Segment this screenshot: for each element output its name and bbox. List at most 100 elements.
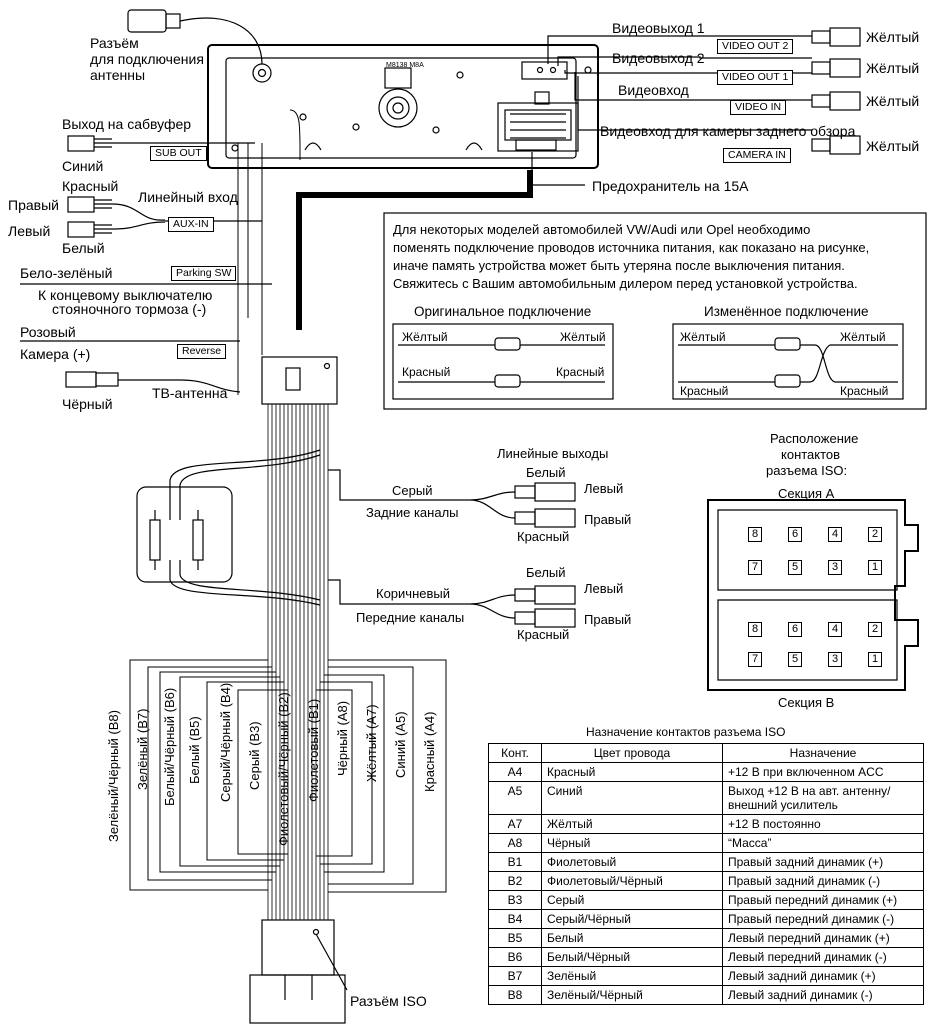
label-tv-antenna: ТВ-антенна — [152, 385, 228, 401]
note-changed-title: Изменённое подключение — [704, 304, 869, 319]
label-parking-desc-2: стояночного тормоза (-) — [52, 301, 207, 317]
wire-label-b4: Серый/Чёрный (B4) — [218, 682, 233, 802]
label-left-rear: Левый — [584, 481, 624, 496]
box-video-out-1: VIDEO OUT 1 — [717, 70, 794, 85]
label-yellow-3: Жёлтый — [866, 93, 920, 109]
iso-pin-b8: 8 — [748, 622, 763, 637]
wire-label-a7: Жёлтый (A7) — [364, 704, 379, 782]
iso-layout-title-3: разъема ISO: — [766, 463, 848, 478]
cell-purpose: Правый передний динамик (+) — [722, 890, 924, 910]
cell-pin: B1 — [488, 852, 542, 872]
note-line-2: поменять подключение проводов источника … — [393, 240, 870, 255]
note-line-3: иначе память устройства может быть утеря… — [393, 258, 845, 273]
wire-label-b7: Зелёный (B7) — [135, 708, 150, 790]
label-rear-channels: Задние каналы — [366, 505, 459, 520]
label-iso-connector: Разъём ISO — [350, 993, 427, 1009]
note-chg-red-l: Красный — [680, 384, 729, 398]
chip-model-text: M8138 M8A — [386, 62, 424, 69]
box-video-out-2: VIDEO OUT 2 — [717, 39, 794, 54]
label-front-channels: Передние каналы — [356, 610, 465, 625]
label-right: Правый — [8, 197, 59, 213]
label-white-rear: Белый — [526, 465, 566, 480]
cell-color: Чёрный — [541, 833, 723, 853]
label-fuse: Предохранитель на 15А — [592, 178, 749, 194]
label-video-out-1: Видеовыход 1 — [612, 20, 705, 36]
label-camera-plus: Камера (+) — [20, 346, 91, 362]
label-camera-in-desc: Видеовход для камеры заднего обзора — [600, 123, 856, 139]
label-white-front: Белый — [526, 565, 566, 580]
wire-label-b8: Зелёный/Чёрный (B8) — [106, 710, 121, 842]
label-yellow-1: Жёлтый — [866, 29, 920, 45]
cell-purpose: Правый передний динамик (-) — [722, 909, 924, 929]
label-line-in: Линейный вход — [138, 189, 238, 205]
th-pin: Конт. — [488, 743, 542, 763]
label-grey: Серый — [392, 483, 433, 498]
label-white: Белый — [62, 240, 105, 256]
cell-pin: A5 — [488, 781, 542, 815]
note-orig-red-r: Красный — [556, 365, 605, 379]
label-left-front: Левый — [584, 581, 624, 596]
note-orig-yellow-r: Жёлтый — [560, 330, 606, 344]
cell-purpose: Левый передний динамик (-) — [722, 947, 924, 967]
cell-color: Жёлтый — [541, 814, 723, 834]
wire-label-b2: Фиолетовый/Чёрный (B2) — [276, 692, 291, 846]
iso-pin-b6: 6 — [788, 622, 803, 637]
iso-pin-b3: 3 — [828, 652, 843, 667]
iso-pin-a4: 4 — [828, 527, 843, 542]
box-parking-sw: Parking SW — [171, 266, 237, 281]
cell-pin: B6 — [488, 947, 542, 967]
label-parking-desc-1: К концевому выключателю — [38, 287, 213, 303]
wire-label-b5: Белый (B5) — [187, 716, 202, 784]
box-camera-in: CAMERA IN — [723, 148, 791, 163]
label-red-rear: Красный — [517, 529, 570, 544]
iso-pin-a1: 1 — [868, 560, 883, 575]
iso-pin-a5: 5 — [788, 560, 803, 575]
wire-label-b6: Белый/Чёрный (B6) — [162, 687, 177, 806]
wire-label-a8: Чёрный (A8) — [335, 700, 350, 776]
note-line-1: Для некоторых моделей автомобилей VW/Aud… — [393, 222, 811, 237]
box-sub-out: SUB OUT — [150, 146, 207, 161]
wire-label-b3: Серый (B3) — [247, 721, 262, 790]
cell-purpose: Правый задний динамик (+) — [722, 852, 924, 872]
cell-color: Зелёный/Чёрный — [541, 985, 723, 1005]
label-pink: Розовый — [20, 324, 76, 340]
cell-pin: B8 — [488, 985, 542, 1005]
cell-color: Серый — [541, 890, 723, 910]
wire-label-b1: Фиолетовый (B1) — [306, 698, 321, 802]
iso-layout-title-1: Расположение — [770, 431, 859, 446]
iso-layout-title-2: контактов — [781, 447, 841, 462]
note-line-4: Свяжитесь с Вашим автомобильным дилером … — [393, 276, 858, 291]
label-white-green: Бело-зелёный — [20, 265, 113, 281]
section-b-title: Секция В — [778, 695, 835, 710]
th-color: Цвет провода — [541, 743, 723, 763]
note-original-title: Оригинальное подключение — [414, 304, 592, 319]
note-orig-red-l: Красный — [402, 365, 451, 379]
cell-pin: B4 — [488, 909, 542, 929]
cell-color: Фиолетовый/Чёрный — [541, 871, 723, 891]
cell-color: Фиолетовый — [541, 852, 723, 872]
iso-pin-a7: 7 — [748, 560, 763, 575]
iso-pin-b5: 5 — [788, 652, 803, 667]
cell-purpose: Левый задний динамик (-) — [722, 985, 924, 1005]
label-line-outputs: Линейные выходы — [497, 446, 609, 461]
head-unit — [207, 44, 599, 169]
video-rca-plugs — [811, 27, 861, 155]
label-video-out-2: Видеовыход 2 — [612, 50, 705, 66]
label-red-front: Красный — [517, 627, 570, 642]
note-orig-yellow-l: Жёлтый — [402, 330, 448, 344]
cell-color: Белый — [541, 928, 723, 948]
label-antenna-connector-3: антенны — [90, 67, 146, 83]
cell-purpose: Левый задний динамик (+) — [722, 966, 924, 986]
cell-pin: A8 — [488, 833, 542, 853]
